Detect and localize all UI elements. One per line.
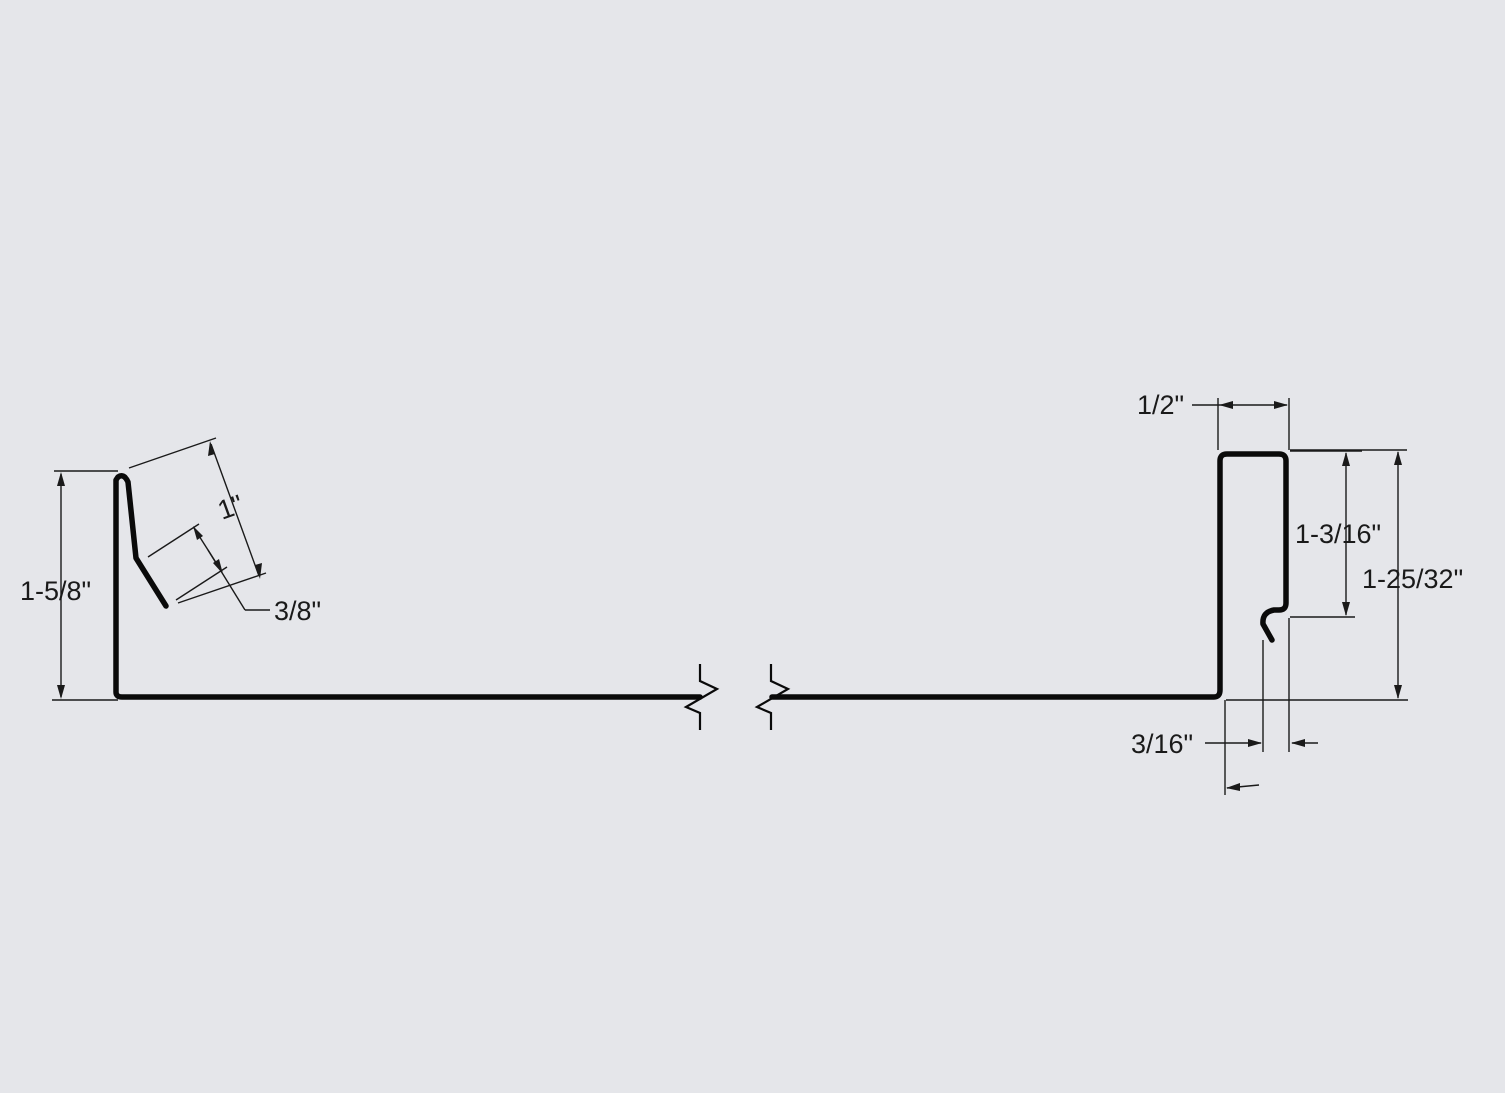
dimension-right-bottom-offset: [1205, 618, 1318, 795]
label-left-height: 1-5/8": [20, 576, 91, 606]
label-right-top-width: 1/2": [1137, 390, 1184, 420]
left-panel-profile: [113, 473, 703, 700]
right-break-symbol: [754, 664, 791, 730]
label-right-total-height: 1-25/32": [1362, 564, 1463, 594]
label-right-bottom-offset: 3/16": [1131, 729, 1193, 759]
label-left-hem-length: 1": [214, 489, 247, 526]
dimension-left-height: [52, 470, 118, 701]
dimension-left-hem-offset: [147, 523, 270, 611]
label-right-inner-height: 1-3/16": [1295, 519, 1381, 549]
dimension-left-hem-length: [128, 437, 267, 604]
right-panel-profile: [769, 451, 1289, 700]
dimension-right-top-width: [1192, 398, 1290, 450]
dimension-right-inner-height: [1290, 450, 1362, 618]
left-break-symbol: [683, 664, 720, 730]
label-left-hem-offset: 3/8": [274, 596, 321, 626]
dimension-right-total-height: [1226, 449, 1408, 701]
